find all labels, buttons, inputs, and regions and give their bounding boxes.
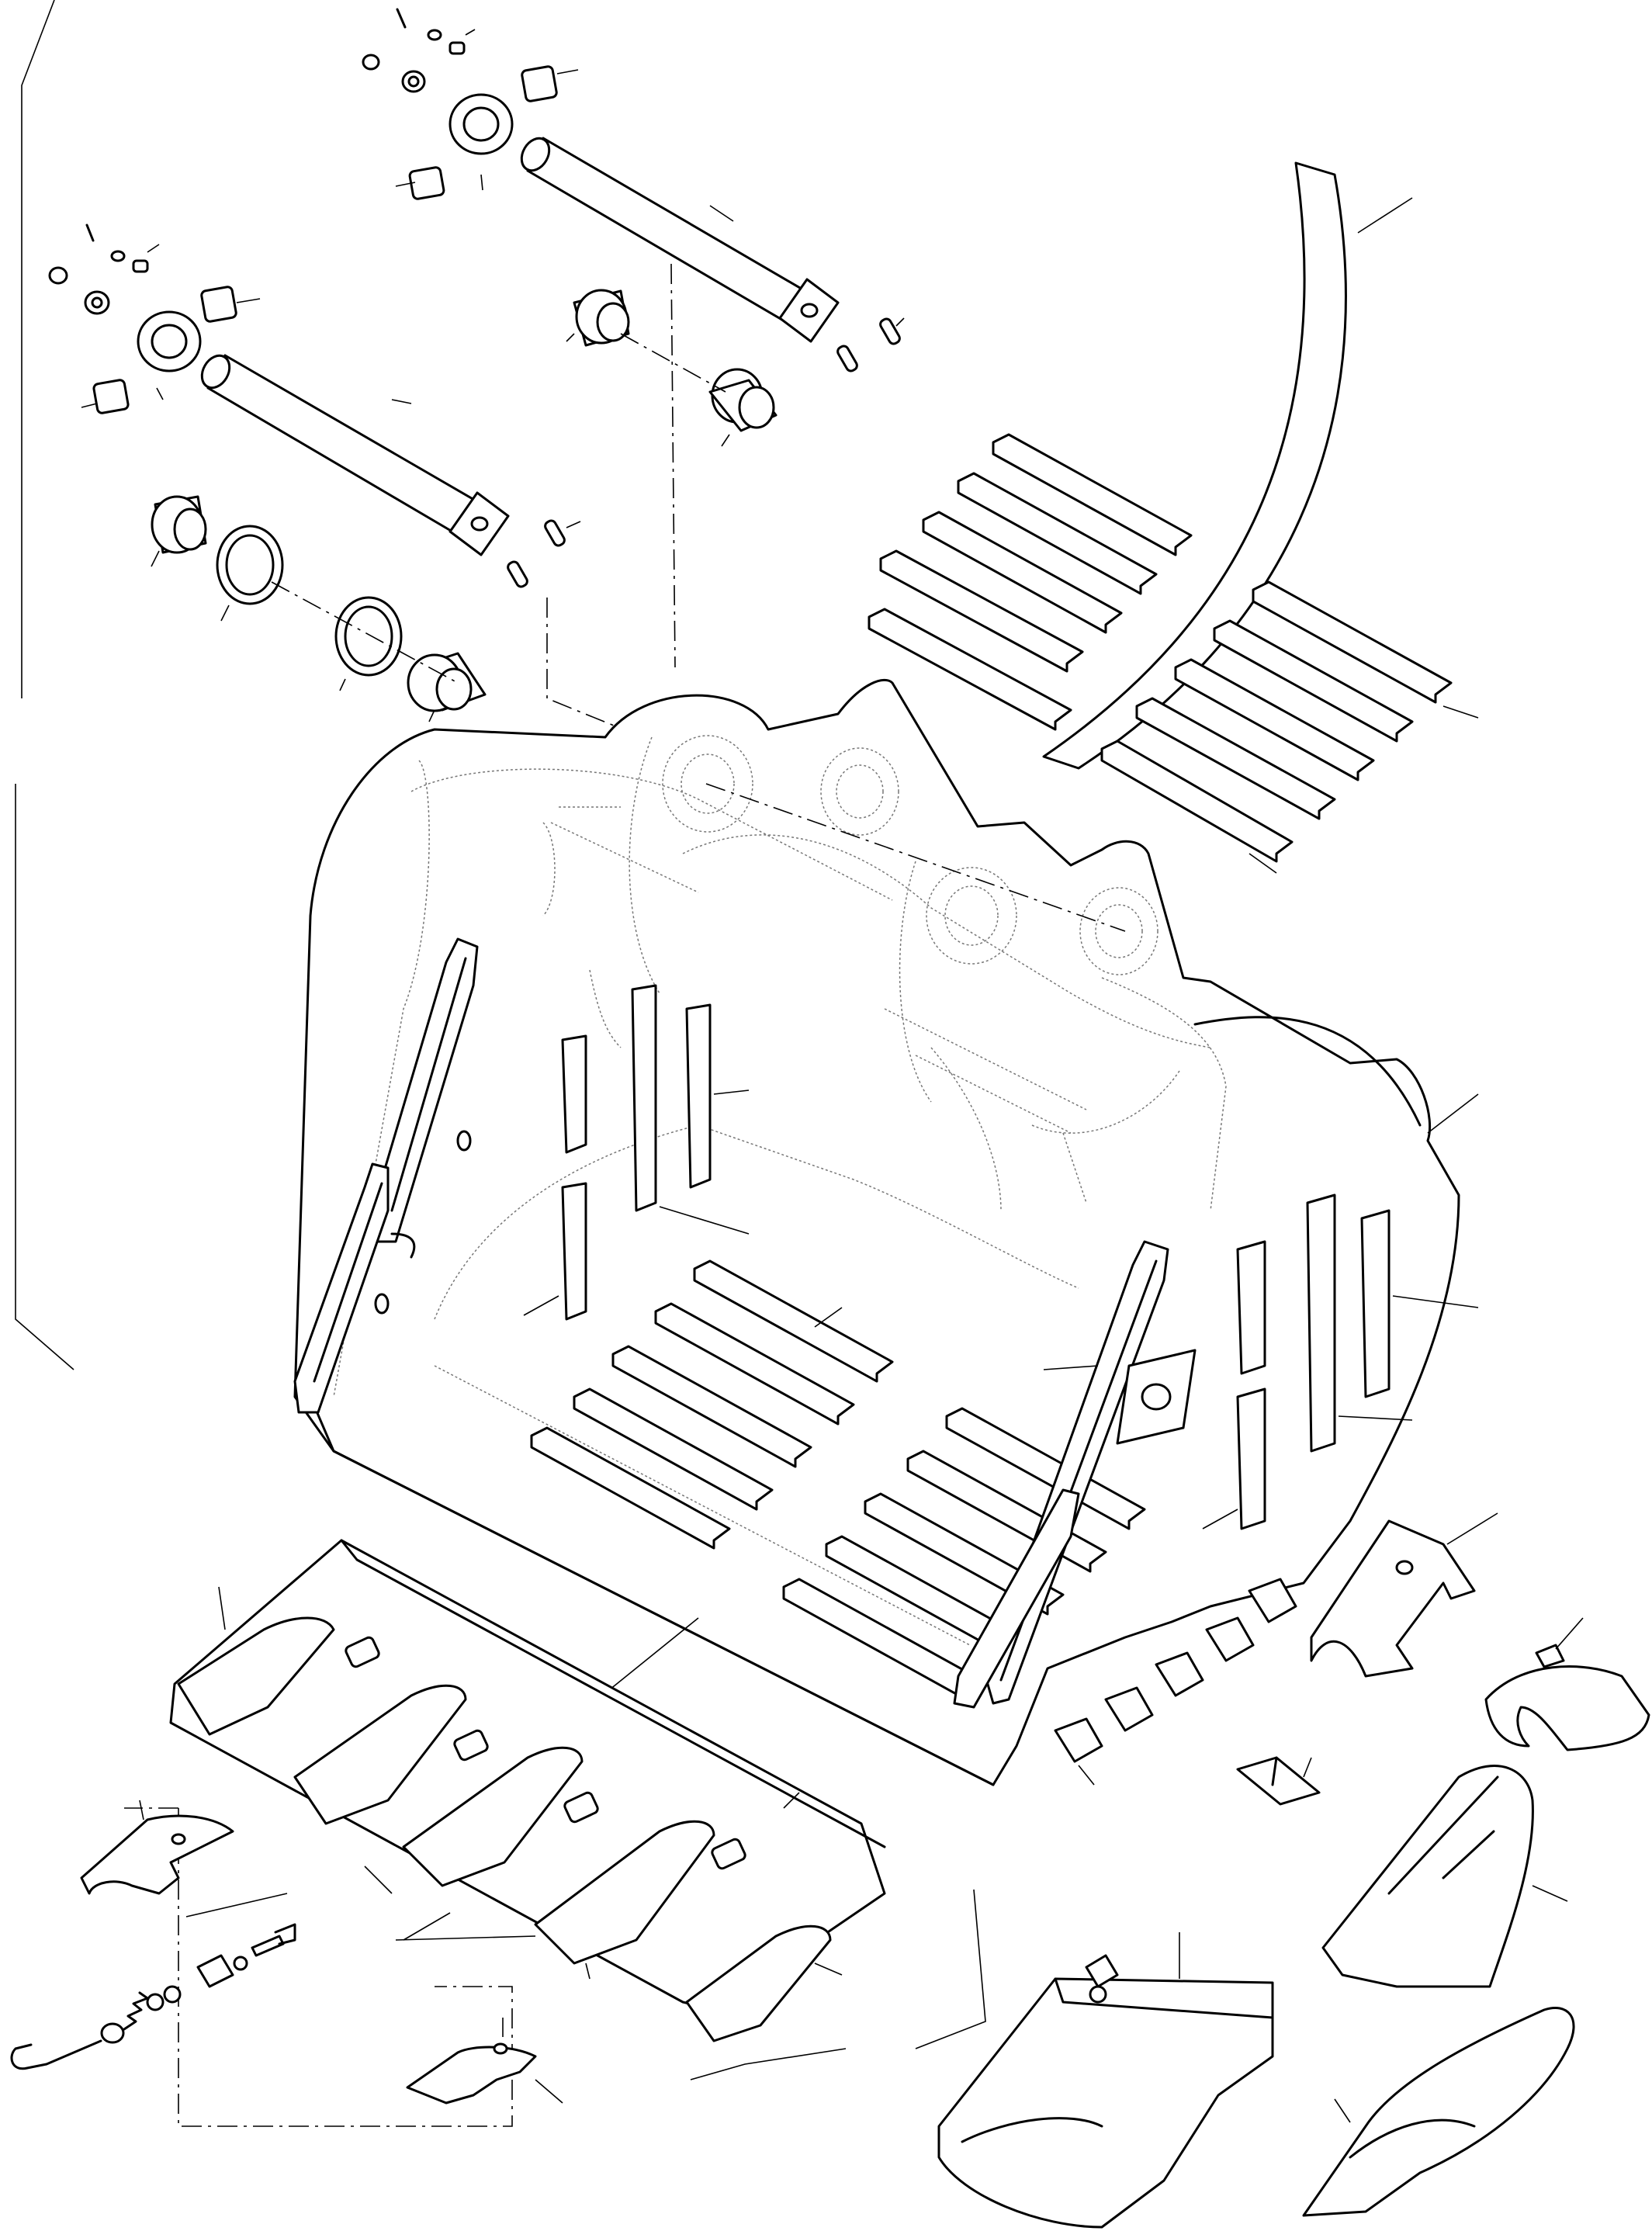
tooth-tips — [80, 1800, 563, 2105]
floor-wear-bars — [530, 1259, 1146, 1701]
side-cutters — [293, 937, 1197, 1709]
bucket-body — [293, 678, 1479, 1786]
lower-pin-group — [48, 223, 581, 722]
wear-bars-top — [868, 433, 1479, 874]
lip-shrouds — [1054, 1578, 1297, 1786]
tooth-adapter-lip — [169, 1539, 886, 2042]
cast-adapters — [690, 1889, 1575, 2229]
tooth-points — [1236, 1756, 1568, 1988]
retainer-pin-assembly — [10, 1893, 296, 2070]
upper-pin-group — [362, 8, 905, 447]
curved-wear-strip — [1042, 161, 1413, 770]
heel-shrouds — [1310, 1512, 1650, 1751]
frame-lines — [15, 0, 74, 1370]
side-wear-bars — [523, 984, 1479, 1530]
